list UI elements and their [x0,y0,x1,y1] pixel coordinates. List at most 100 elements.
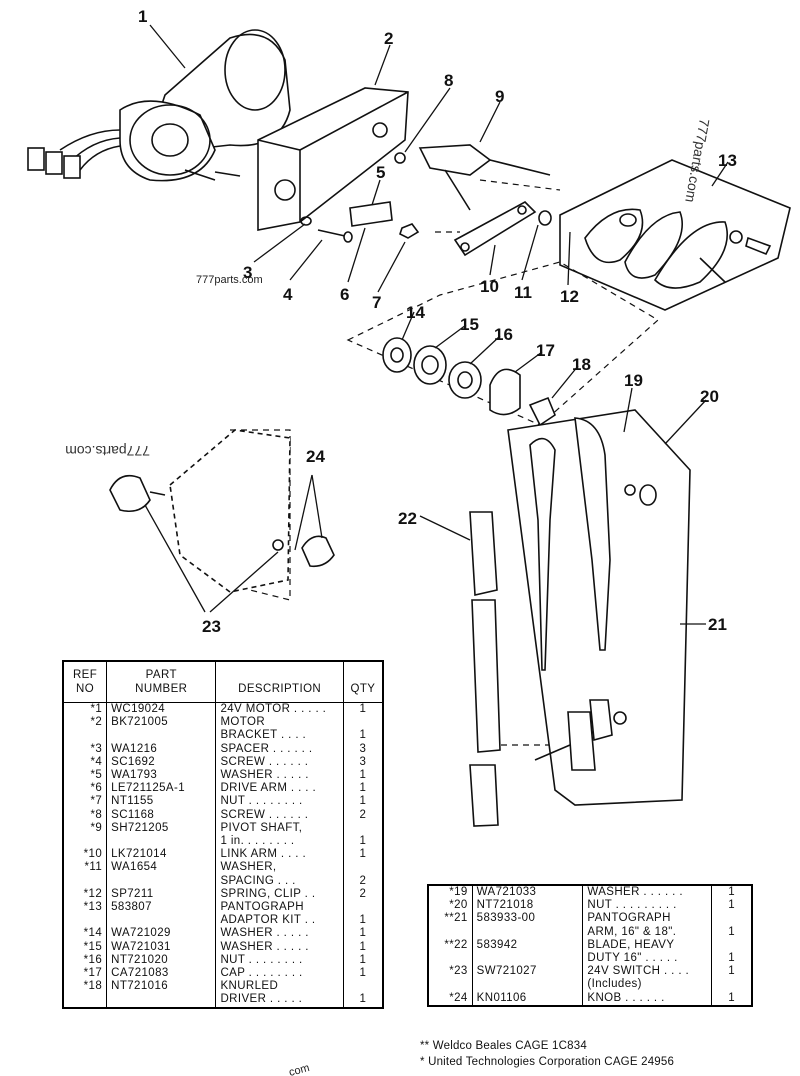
qty-cell: 1 [342,914,384,928]
watermark-bottom: com [288,1062,311,1076]
description-cell: WASHER, [215,861,344,875]
part-number-cell: LE721125A-1 [106,782,217,796]
qty-cell: 1 [342,782,384,796]
part-number-cell: SC1692 [106,755,217,770]
qty-cell: 1 [342,795,384,809]
part-number-cell [106,874,217,888]
table-row: DRIVER . . . . .1 [62,993,384,1008]
callout-7: 7 [372,293,381,312]
qty-cell: 1 [711,925,753,939]
description-cell: PANTOGRAPH [582,912,713,926]
part-number-cell: WA1654 [106,861,217,875]
description-cell: SPACING . . . [215,874,344,888]
callout-6: 6 [340,285,349,304]
callout-3: 3 [243,263,252,282]
callout-20: 20 [700,387,719,406]
table-row: 1 in. . . . . . . .1 [62,835,384,849]
qty-cell: 1 [711,965,753,979]
part-number-cell: NT721020 [106,953,217,968]
part-number-cell: 583933-00 [471,912,584,926]
ref-no-cell [62,835,108,849]
qty-cell [711,938,753,953]
description-cell: WASHER . . . . . [215,927,344,941]
part-number-cell [106,835,217,849]
ref-no-cell: *6 [62,782,108,796]
callout-21: 21 [708,615,727,634]
ref-no-cell: *12 [62,887,108,902]
part-number-cell: LK721014 [106,848,217,862]
part-number-cell: WA721031 [106,940,217,954]
part-number-cell: NT721018 [471,899,584,913]
ref-no-cell [62,874,108,888]
description-cell: 24V SWITCH . . . . [582,965,713,979]
footnote-utc: * United Technologies Corporation CAGE 2… [420,1056,675,1068]
description-cell: SCREW . . . . . . [215,808,344,822]
header-description-text: DESCRIPTION [238,683,322,695]
callout-19: 19 [624,371,643,390]
watermark-mirrored: 777parts.com [65,443,150,459]
qty-cell: 3 [342,742,384,756]
description-cell: WASHER . . . . . . [582,885,713,900]
ref-no-cell: *8 [62,808,108,822]
part-number-cell [106,729,217,743]
ref-no-cell: *1 [62,702,108,717]
part-number-cell: SC1168 [106,808,217,822]
description-cell: DRIVE ARM . . . . [215,782,344,796]
part-number-cell: WA1216 [106,742,217,756]
ref-no-cell: *24 [427,991,473,1006]
description-cell: ARM, 16" & 18". [582,925,713,939]
qty-cell: 1 [342,848,384,862]
header-qty: QTY [342,660,384,703]
part-number-cell: 583807 [106,901,217,915]
ref-no-cell: *9 [62,821,108,836]
ref-no-cell: *15 [62,940,108,954]
motor-bracket-drawing [257,87,409,231]
qty-cell [342,980,384,994]
qty-cell: 1 [711,991,753,1006]
part-number-cell [106,914,217,928]
callout-16: 16 [494,325,513,344]
callout-2: 2 [384,29,393,48]
ref-no-cell: **21 [427,912,473,926]
description-cell: DUTY 16" . . . . . [582,952,713,966]
ref-no-cell [427,978,473,992]
table-row: (Includes) [427,978,753,992]
description-cell: SPRING, CLIP . . [215,887,344,902]
header-qty-text: QTY [350,683,376,695]
table-row: ADAPTOR KIT . .1 [62,914,384,928]
ref-no-cell: *4 [62,755,108,770]
ref-no-cell: *3 [62,742,108,756]
description-cell: (Includes) [582,978,713,992]
table-row: SPACING . . .2 [62,874,384,888]
ref-no-cell: *17 [62,967,108,981]
part-number-cell: SW721027 [471,965,584,979]
qty-cell [342,901,384,915]
callout-15: 15 [460,315,479,334]
ref-no-cell: *13 [62,901,108,915]
description-cell: PIVOT SHAFT, [215,821,344,836]
part-number-cell: SP7211 [106,887,217,902]
callout-11: 11 [514,283,532,302]
callout-24: 24 [306,447,325,466]
qty-cell: 1 [711,885,753,900]
qty-cell [342,716,384,730]
description-cell: SPACER . . . . . . [215,742,344,756]
part-number-cell: KN01106 [471,991,584,1006]
part-number-cell: WA721029 [106,927,217,941]
ref-no-cell [62,993,108,1008]
header-part-number: PART NUMBER [106,660,217,703]
ref-no-cell: *7 [62,795,108,809]
part-number-cell: CA721083 [106,967,217,981]
part-number-cell [471,925,584,939]
